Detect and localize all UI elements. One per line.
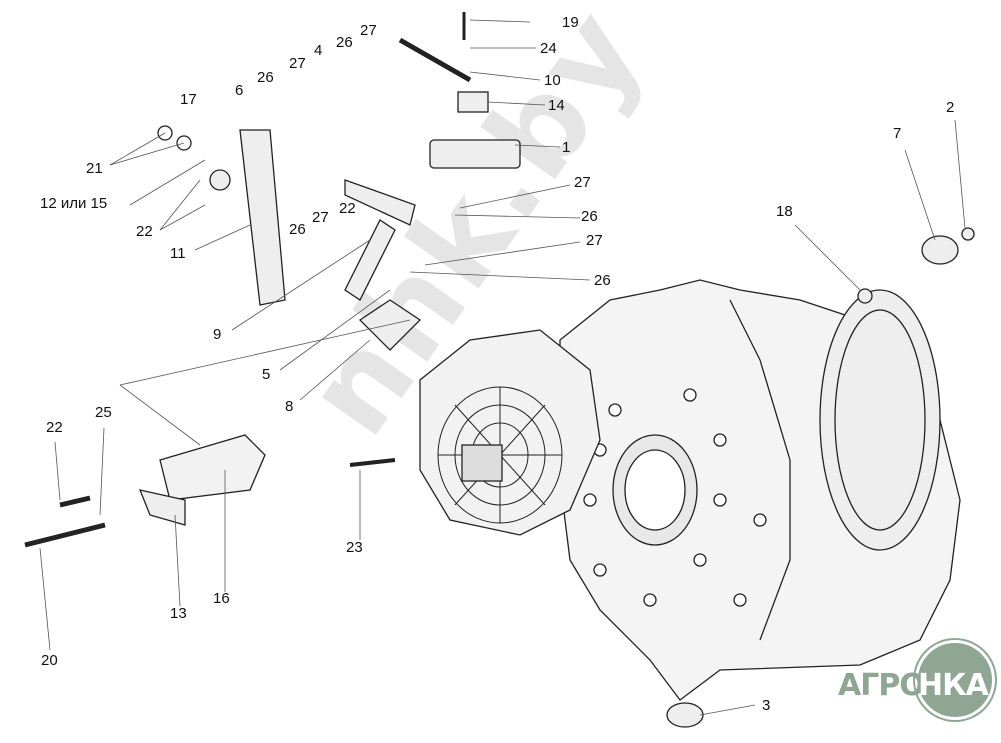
part-label-26: 26 xyxy=(581,208,598,225)
part-label-16: 16 xyxy=(213,590,230,607)
part-label-21: 21 xyxy=(86,160,103,177)
part-label-4: 4 xyxy=(314,42,323,59)
part-label-3: 3 xyxy=(762,697,771,714)
part-label-5: 5 xyxy=(262,366,271,383)
part-label-22: 22 xyxy=(339,200,356,217)
leader-lines xyxy=(39,19,966,716)
part-label-20: 20 xyxy=(41,652,58,669)
front-cover xyxy=(419,329,601,536)
part-label-22: 22 xyxy=(136,223,153,240)
part-label-27: 27 xyxy=(586,232,603,249)
part-label-14: 14 xyxy=(548,97,565,114)
part-label-6: 6 xyxy=(235,82,244,99)
part-label-26: 26 xyxy=(289,221,306,238)
logo-text-part1: АГРО xyxy=(838,668,925,703)
part-label-24: 24 xyxy=(540,40,557,57)
logo-circle xyxy=(915,640,995,720)
cylinder-1 xyxy=(429,139,521,169)
part-label-10: 10 xyxy=(544,72,561,89)
part-label-11: 11 xyxy=(170,245,186,262)
agronka-logo: АГРО НКА xyxy=(836,640,995,730)
part-label-23: 23 xyxy=(346,539,363,556)
part-label-18: 18 xyxy=(776,203,793,220)
part-label-22: 22 xyxy=(46,419,63,436)
part-label-13: 13 xyxy=(170,605,187,622)
part-label-2: 2 xyxy=(946,99,955,116)
part-label-1: 1 xyxy=(562,139,571,156)
part-label-26: 26 xyxy=(594,272,611,289)
part-label-27: 27 xyxy=(574,174,591,191)
part-label-12-or-15: 12 или 15 xyxy=(40,195,108,212)
part-label-27: 27 xyxy=(312,209,329,226)
part-label-27: 27 xyxy=(289,55,306,72)
part-label-19: 19 xyxy=(562,14,579,31)
part-label-7: 7 xyxy=(893,125,902,142)
logo-text-part2: НКА xyxy=(918,668,989,703)
part-label-25: 25 xyxy=(95,404,112,421)
part-label-17: 17 xyxy=(180,91,197,108)
lever-11 xyxy=(239,129,286,306)
bracket-16 xyxy=(159,434,266,501)
part-label-8: 8 xyxy=(285,398,294,415)
part-label-26: 26 xyxy=(336,34,353,51)
part-label-27: 27 xyxy=(360,22,377,39)
part-label-9: 9 xyxy=(213,326,222,343)
part-label-26: 26 xyxy=(257,69,274,86)
